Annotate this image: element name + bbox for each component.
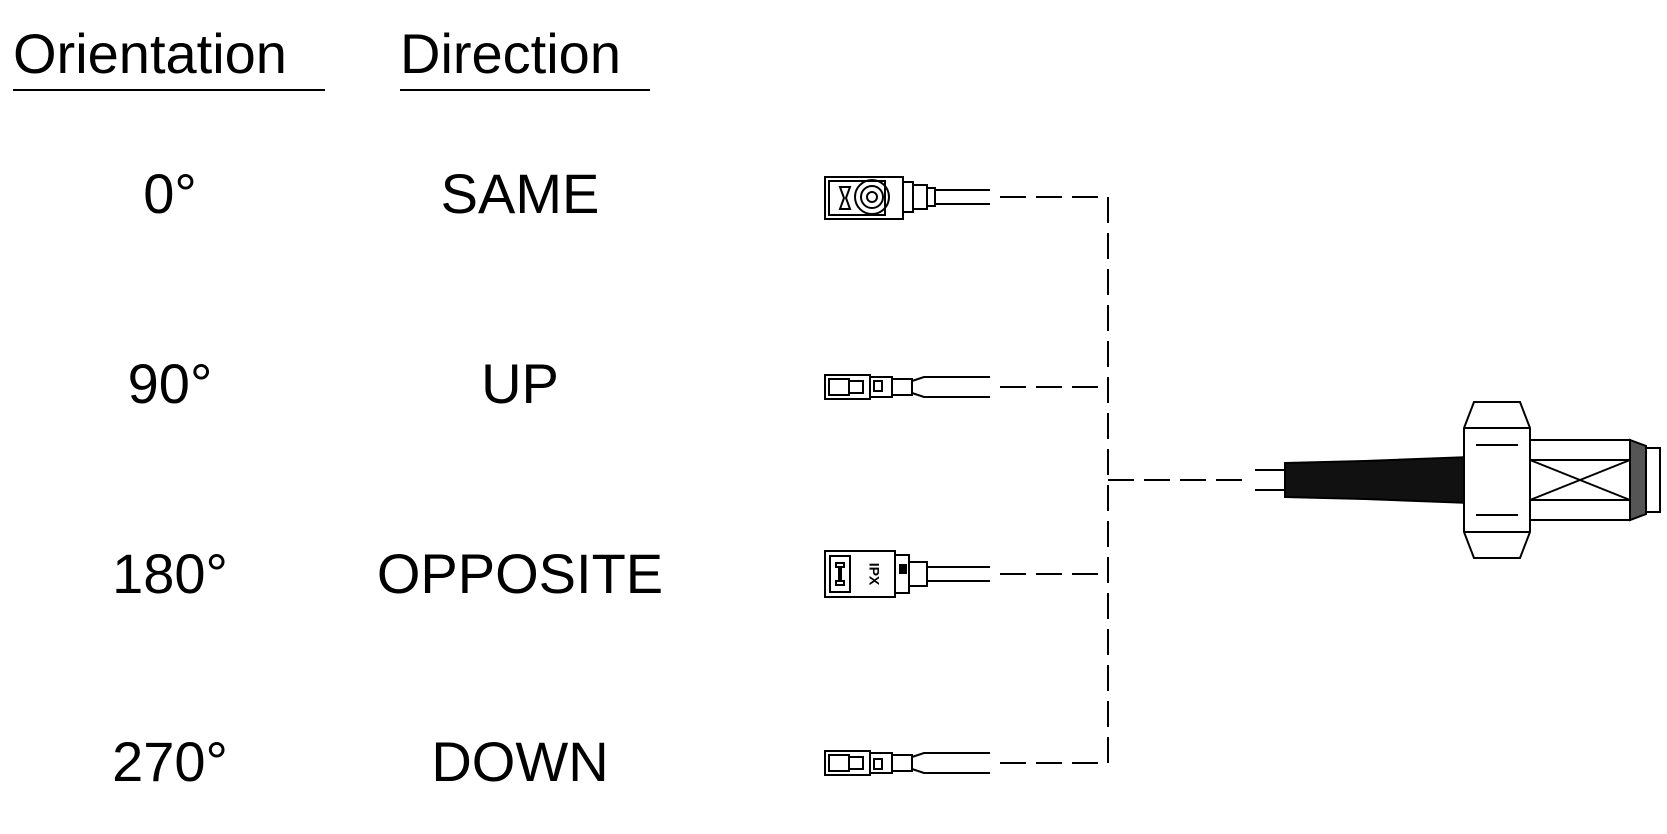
orientation-180: 180° <box>112 542 228 605</box>
connector-marking-label: IPX <box>866 563 882 586</box>
orientation-header: Orientation <box>13 22 287 85</box>
connector-180-icon <box>824 550 990 598</box>
direction-down: DOWN <box>431 730 609 793</box>
connector-0-icon <box>824 176 990 220</box>
orientation-90: 90° <box>127 352 213 415</box>
orientation-270: 270° <box>112 730 228 793</box>
direction-opposite: OPPOSITE <box>376 542 664 605</box>
orientation-0: 0° <box>143 162 197 225</box>
direction-same: SAME <box>440 162 600 225</box>
bulkhead-cable-assembly-icon <box>1255 401 1661 559</box>
direction-up: UP <box>481 352 559 415</box>
connector-90-icon <box>824 374 990 400</box>
connector-270-icon <box>824 750 990 776</box>
direction-header: Direction <box>400 22 621 85</box>
leader-lines <box>1000 196 1250 764</box>
direction-header-underline <box>400 89 650 91</box>
orientation-header-underline <box>13 89 325 91</box>
